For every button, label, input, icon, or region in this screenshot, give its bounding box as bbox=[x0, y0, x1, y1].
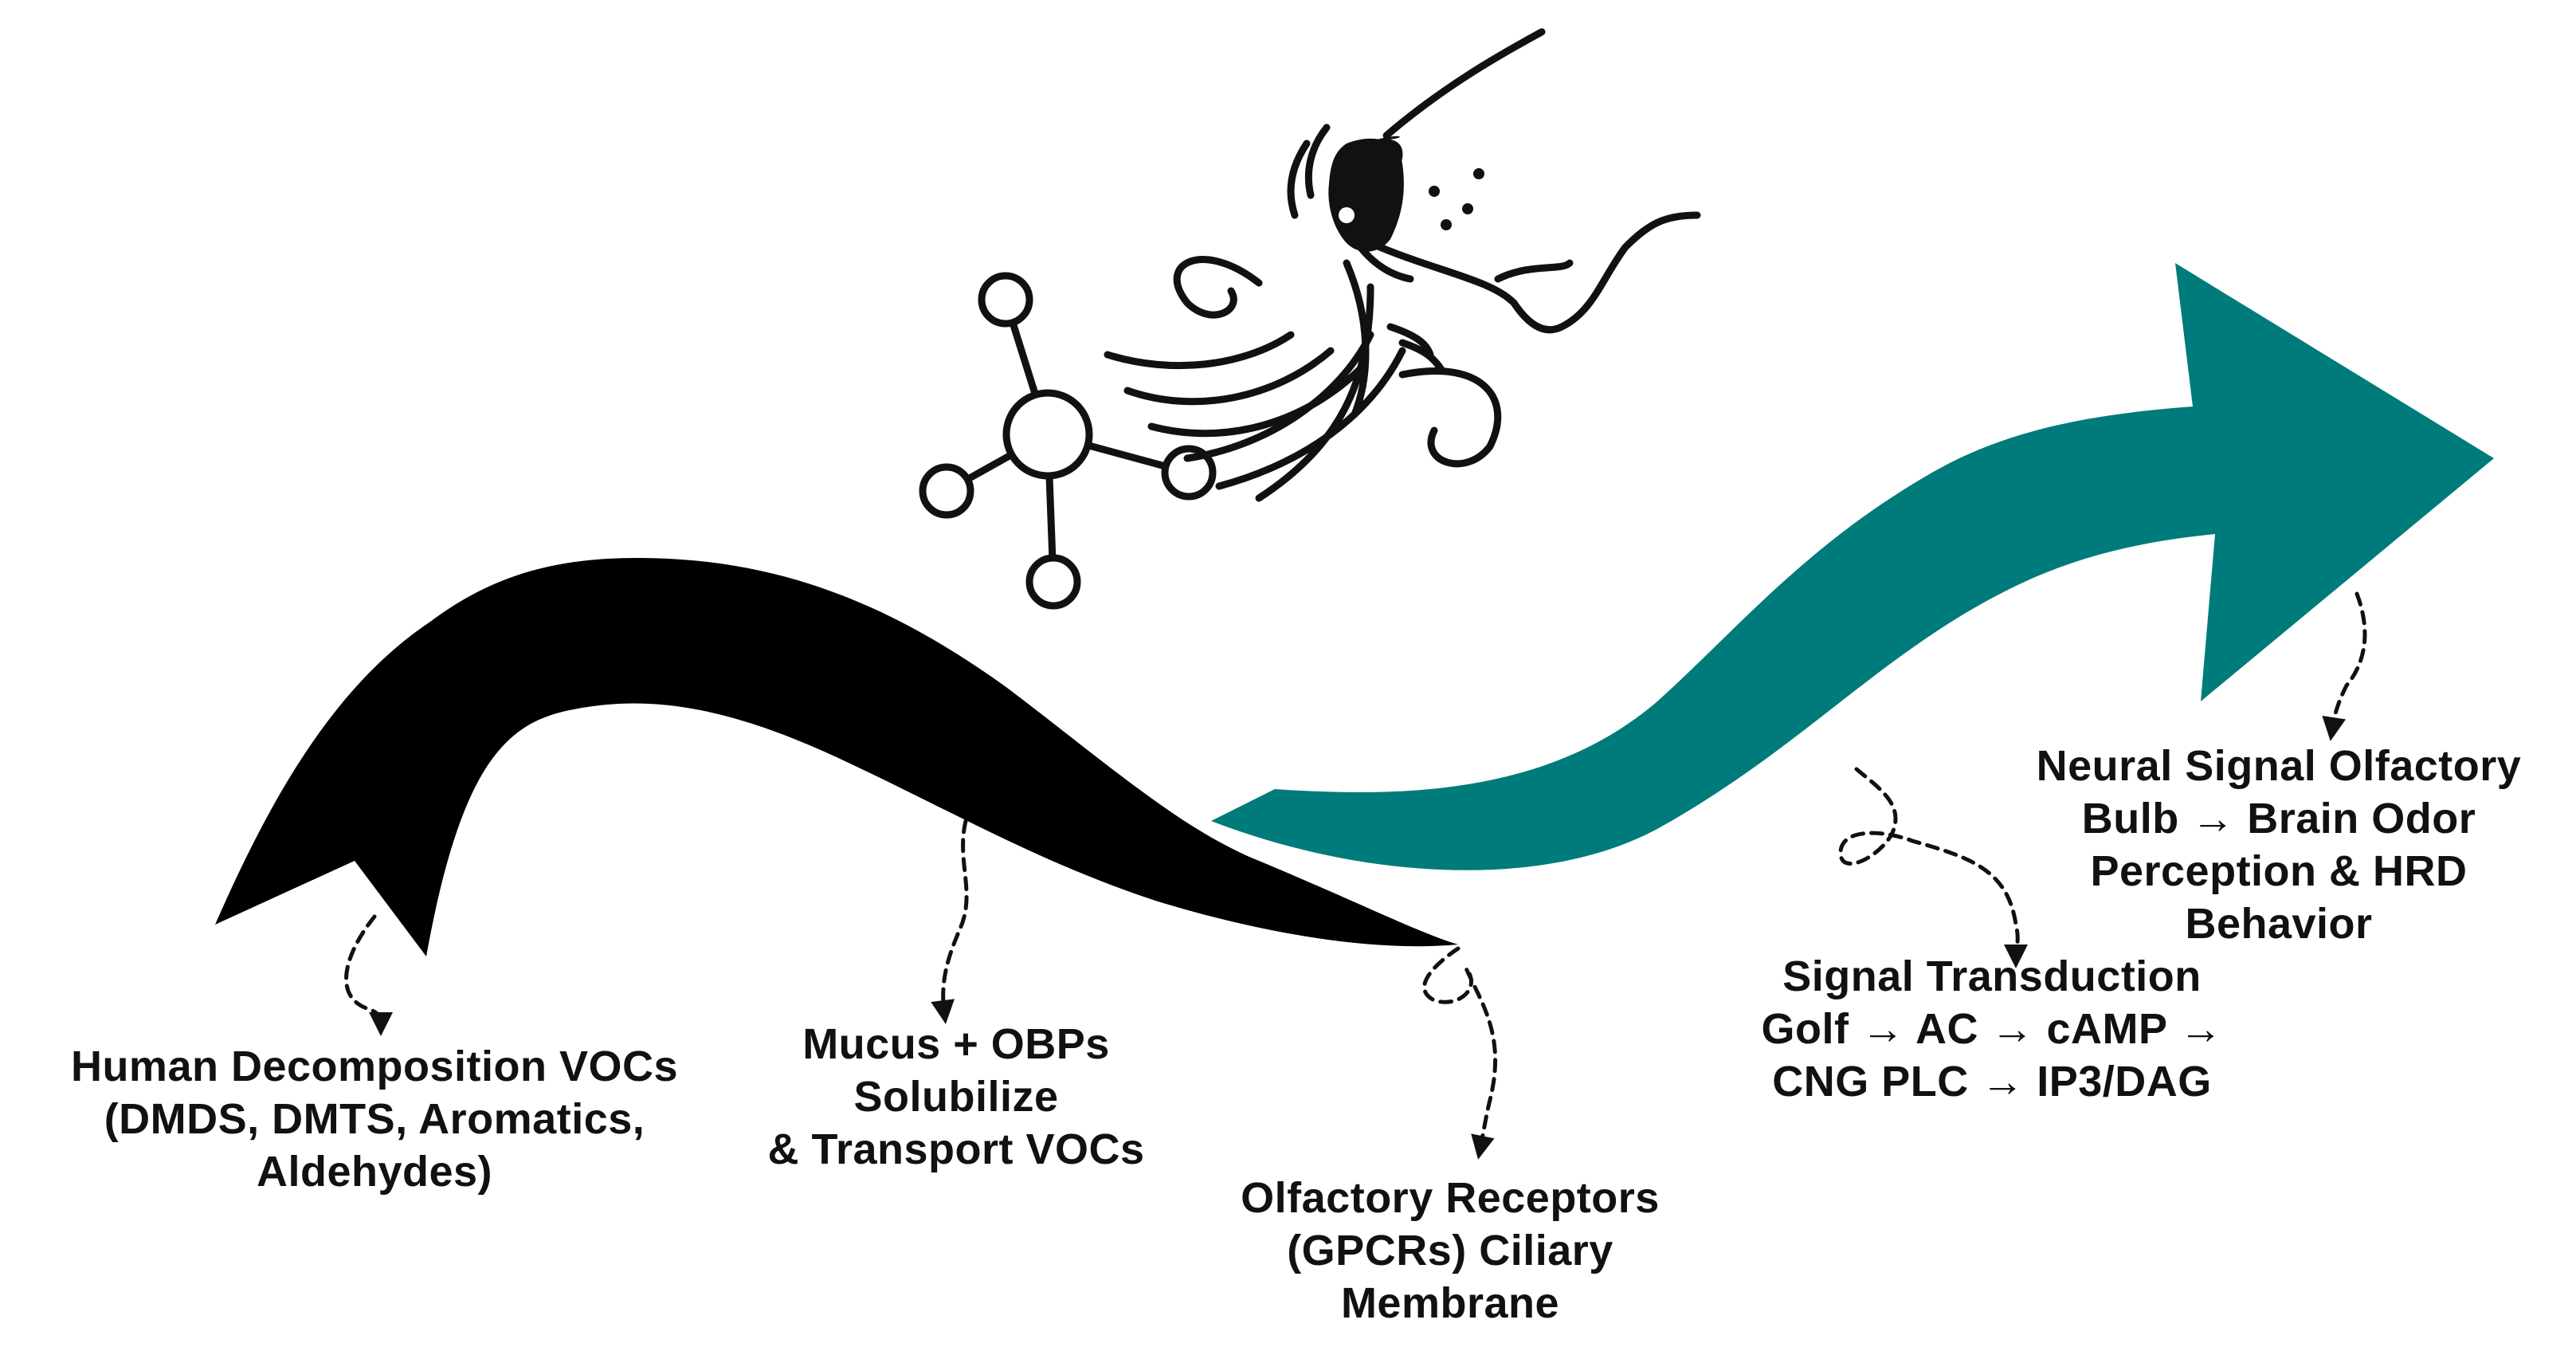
connector-receptors bbox=[1422, 946, 1498, 1160]
molecule-icon bbox=[919, 272, 1217, 610]
dog-sniffing-icon bbox=[1328, 28, 1701, 334]
label-mucus: Mucus + OBPs Solubilize & Transport VOCs bbox=[701, 1018, 1211, 1176]
label-mucus-line: & Transport VOCs bbox=[767, 1125, 1145, 1173]
connector-voc bbox=[344, 914, 393, 1036]
connector-transduction bbox=[1838, 767, 2029, 968]
scent-wave-icon bbox=[1104, 124, 1502, 502]
connector-neural bbox=[2322, 591, 2367, 741]
label-transduction: Signal Transduction Golf → AC → cAMP → C… bbox=[1673, 950, 2311, 1108]
label-mucus-line: Mucus + OBPs bbox=[802, 1020, 1110, 1068]
label-voc-line: (DMDS, DMTS, Aromatics, bbox=[104, 1095, 645, 1143]
label-transduction-line: Signal Transduction bbox=[1782, 952, 2202, 1000]
label-mucus-line: Solubilize bbox=[853, 1073, 1059, 1121]
connector-mucus bbox=[931, 819, 969, 1024]
label-voc-line: Human Decomposition VOCs bbox=[70, 1043, 679, 1090]
label-receptors-line: Olfactory Receptors bbox=[1241, 1174, 1660, 1222]
label-neural-line: Bulb → Brain Odor bbox=[2081, 795, 2476, 842]
label-receptors: Olfactory Receptors (GPCRs) Ciliary Memb… bbox=[1171, 1172, 1729, 1329]
label-neural-line: Behavior bbox=[2185, 900, 2373, 948]
label-receptors-line: (GPCRs) Ciliary bbox=[1287, 1227, 1613, 1274]
label-transduction-line: CNG PLC → IP3/DAG bbox=[1772, 1058, 2212, 1106]
label-neural-line: Neural Signal Olfactory bbox=[2036, 742, 2522, 790]
black-arrow-body bbox=[215, 558, 1458, 956]
label-receptors-line: Membrane bbox=[1340, 1279, 1560, 1327]
label-transduction-line: Golf → AC → cAMP → bbox=[1761, 1005, 2223, 1053]
label-voc: Human Decomposition VOCs (DMDS, DMTS, Ar… bbox=[16, 1040, 733, 1198]
label-voc-line: Aldehydes) bbox=[256, 1148, 493, 1196]
label-neural-line: Perception & HRD bbox=[2090, 847, 2468, 895]
label-neural: Neural Signal Olfactory Bulb → Brain Odo… bbox=[1976, 740, 2576, 950]
teal-arrow-body bbox=[1211, 263, 2494, 870]
